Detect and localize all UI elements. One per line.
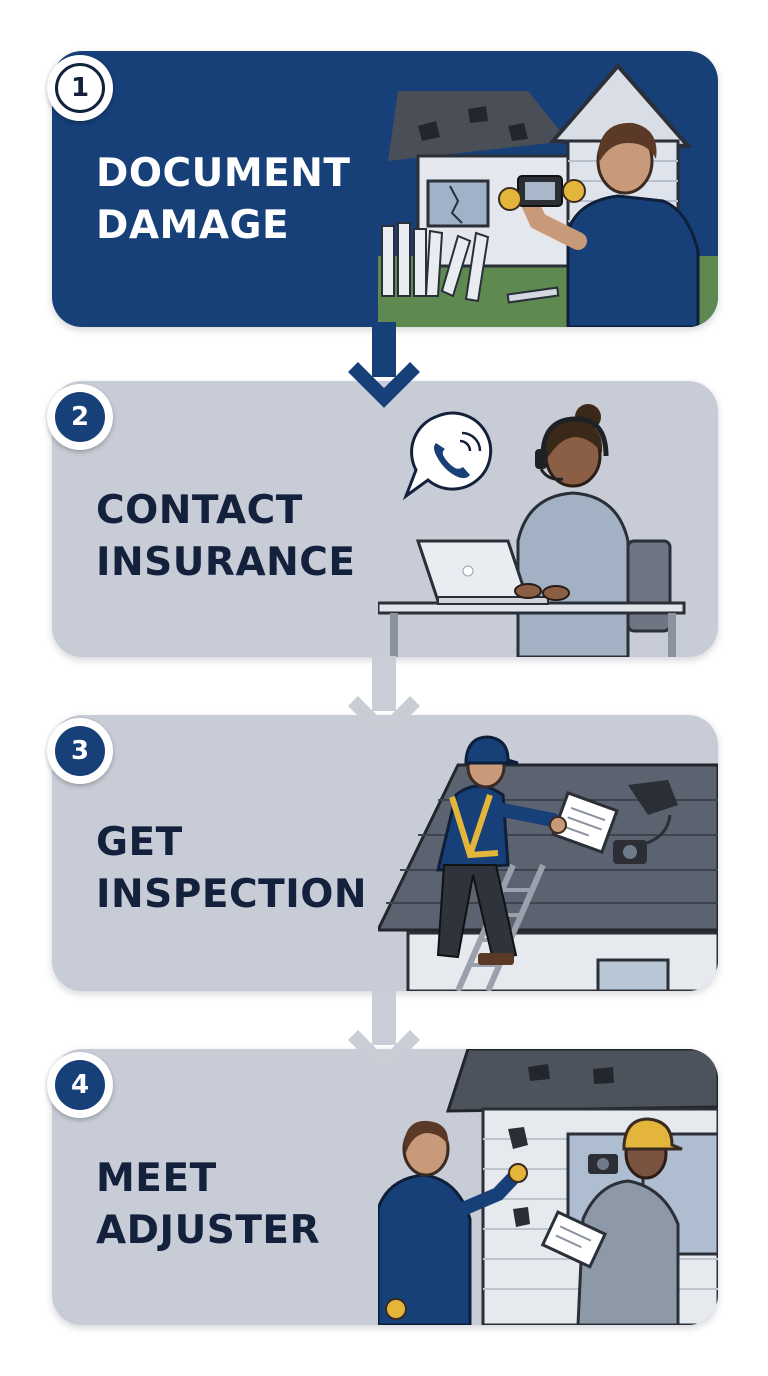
phone-call-agent-scene (378, 404, 686, 657)
chevron-down-arrow-icon (348, 322, 420, 408)
adjuster-meeting-scene (378, 1049, 718, 1325)
step-title-line: GET (96, 820, 183, 865)
step-number: 4 (55, 1060, 105, 1110)
step-title-line: MEET (96, 1156, 217, 1201)
step-title-line: INSPECTION (96, 872, 367, 917)
step-number-badge: 3 (47, 718, 113, 784)
phone-icon (402, 411, 493, 501)
step-title: MEET ADJUSTER (96, 1153, 426, 1257)
step-card-meet-adjuster: MEET ADJUSTER (52, 1049, 718, 1325)
step-number: 1 (55, 63, 105, 113)
camera-icon (588, 1154, 618, 1174)
step-title: GET INSPECTION (96, 817, 426, 921)
step-card-document-damage: DOCUMENT DAMAGE (52, 51, 718, 327)
house-damage-photo-scene (378, 62, 718, 327)
step-card-contact-insurance: CONTACT INSURANCE (52, 381, 718, 657)
chevron-down-arrow-icon (348, 990, 420, 1076)
step-title: CONTACT INSURANCE (96, 485, 426, 589)
step-title-line: DOCUMENT (96, 151, 351, 196)
camera-icon (613, 814, 672, 864)
step-title-line: INSURANCE (96, 540, 356, 585)
step-number-badge: 1 (47, 55, 113, 121)
step-title-line: DAMAGE (96, 203, 290, 248)
step-title-line: CONTACT (96, 488, 303, 533)
step-number: 2 (55, 392, 105, 442)
step-number-badge: 2 (47, 384, 113, 450)
roof-inspector-scene (378, 735, 718, 991)
step-card-get-inspection: GET INSPECTION (52, 715, 718, 991)
step-number-badge: 4 (47, 1052, 113, 1118)
step-title-line: ADJUSTER (96, 1208, 321, 1253)
step-title: DOCUMENT DAMAGE (96, 148, 426, 252)
step-number: 3 (55, 726, 105, 776)
chevron-down-arrow-icon (348, 656, 420, 742)
